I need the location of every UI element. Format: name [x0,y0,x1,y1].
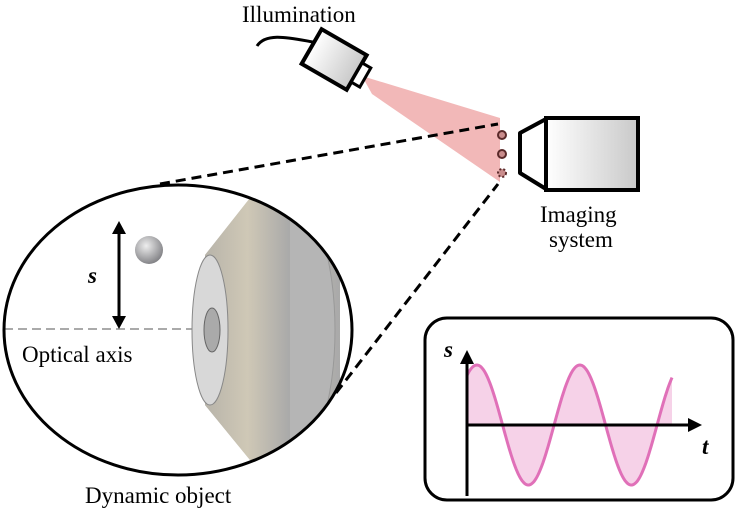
camera-icon [518,116,640,192]
plot-axes [460,350,702,496]
displacement-symbol: s [87,263,97,288]
sphere-particle [135,236,163,264]
dynamic-object-view [4,185,352,475]
imaging-system-label-line1: Imaging [540,202,617,227]
cone-object-icon [191,197,340,463]
magnified-region-outline [2,183,354,477]
imaging-system-label-line2: system [549,227,613,252]
displacement-arrow [112,221,126,329]
particles [497,130,507,178]
plot-y-label: s [443,337,453,362]
dynamic-object-label: Dynamic object [85,483,232,508]
optical-axis-label: Optical axis [22,342,133,367]
illumination-source-icon [255,26,373,93]
illumination-label: Illumination [242,2,356,27]
light-beam [362,76,500,182]
plot-x-label: t [702,434,709,459]
zoom-line-bottom [334,183,500,394]
sine-curve [465,363,674,487]
zoom-line-top [159,122,499,186]
